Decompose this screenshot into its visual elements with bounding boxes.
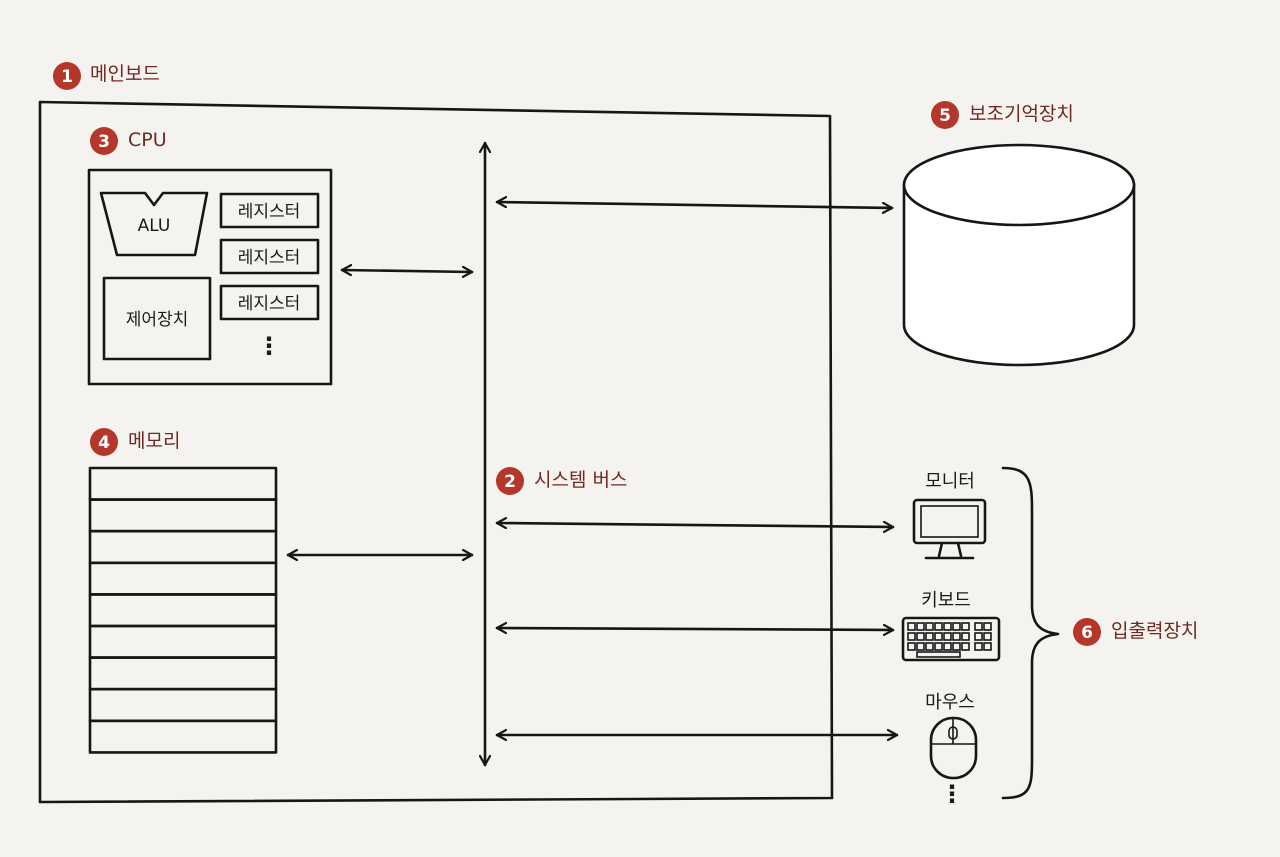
mainboard-frame bbox=[38, 100, 834, 804]
mainboard-text: 메인보드 bbox=[90, 63, 160, 85]
keyboard-key bbox=[974, 622, 983, 631]
keyboard-key bbox=[916, 632, 925, 641]
keyboard-icon bbox=[901, 616, 1001, 662]
alu-shape bbox=[99, 191, 209, 257]
io-brace bbox=[1001, 466, 1060, 800]
keyboard-key bbox=[907, 622, 916, 631]
register-box bbox=[219, 192, 320, 229]
memory-text: 메모리 bbox=[128, 430, 180, 452]
memory-cell bbox=[88, 624, 278, 659]
keyboard-key bbox=[983, 642, 992, 651]
keyboard-key bbox=[916, 622, 925, 631]
keyboard-key bbox=[961, 632, 970, 641]
memory-cell bbox=[88, 466, 278, 501]
memory-cell bbox=[88, 498, 278, 533]
keyboard-key bbox=[907, 642, 916, 651]
keyboard-key bbox=[974, 642, 983, 651]
storage-text: 보조기억장치 bbox=[969, 103, 1074, 125]
control-unit-box bbox=[102, 276, 212, 361]
keyboard-label: 키보드 bbox=[921, 590, 971, 611]
keyboard-key bbox=[943, 622, 952, 631]
keyboard-key bbox=[952, 632, 961, 641]
keyboard-key bbox=[943, 642, 952, 651]
cpu-label: 3 CPU bbox=[90, 127, 167, 155]
keyboard-key bbox=[934, 642, 943, 651]
mainboard-label: 1 메인보드 bbox=[53, 62, 160, 90]
keyboard-key bbox=[974, 632, 983, 641]
monitor-icon bbox=[912, 498, 987, 560]
system-bus-label: 2 시스템 버스 bbox=[496, 467, 627, 495]
keyboard-key bbox=[907, 632, 916, 641]
cpu-box bbox=[87, 168, 333, 386]
arrow-bus-monitor bbox=[495, 523, 895, 527]
keyboard-key bbox=[983, 622, 992, 631]
register-box bbox=[219, 238, 320, 275]
badge-6: 6 bbox=[1081, 623, 1093, 643]
keyboard-key bbox=[961, 622, 970, 631]
cpu-text: CPU bbox=[128, 129, 167, 151]
io-more-ellipsis: ⋮ bbox=[940, 780, 964, 808]
keyboard-key bbox=[934, 622, 943, 631]
io-label: 6 입출력장치 bbox=[1073, 618, 1198, 646]
memory-cell bbox=[88, 719, 278, 754]
storage-cylinder-icon bbox=[902, 143, 1136, 367]
register-label: 레지스터 bbox=[238, 202, 301, 222]
keyboard-key bbox=[925, 622, 934, 631]
memory-cell bbox=[88, 529, 278, 565]
memory-cell bbox=[88, 593, 278, 628]
mouse-label: 마우스 bbox=[925, 692, 975, 713]
mouse-icon bbox=[929, 716, 978, 780]
badge-5: 5 bbox=[939, 106, 951, 126]
keyboard-key bbox=[925, 642, 934, 651]
arrow-bus-keyboard bbox=[495, 628, 895, 630]
register-more-ellipsis: ⋮ bbox=[257, 332, 281, 360]
keyboard-key bbox=[925, 632, 934, 641]
register-label: 레지스터 bbox=[238, 294, 301, 314]
keyboard-key bbox=[961, 642, 970, 651]
memory-cell bbox=[88, 656, 278, 691]
memory-label: 4 메모리 bbox=[90, 428, 180, 456]
badge-2: 2 bbox=[504, 472, 516, 492]
badge-1: 1 bbox=[61, 67, 73, 87]
keyboard-key bbox=[952, 622, 961, 631]
keyboard-key bbox=[916, 642, 925, 651]
memory-stack bbox=[88, 466, 278, 754]
register-label: 레지스터 bbox=[238, 248, 301, 268]
io-text: 입출력장치 bbox=[1111, 620, 1198, 642]
system-bus-text: 시스템 버스 bbox=[534, 469, 627, 491]
badge-4: 4 bbox=[98, 433, 110, 453]
storage-label: 5 보조기억장치 bbox=[931, 101, 1074, 129]
register-box bbox=[219, 284, 320, 321]
keyboard-key bbox=[943, 632, 952, 641]
control-unit-label: 제어장치 bbox=[126, 310, 189, 330]
memory-cell bbox=[88, 561, 278, 596]
arrow-cpu-bus bbox=[340, 270, 474, 272]
keyboard-key bbox=[952, 642, 961, 651]
keyboard-spacebar bbox=[916, 651, 961, 658]
memory-cell bbox=[88, 687, 278, 723]
keyboard-key bbox=[983, 632, 992, 641]
badge-3: 3 bbox=[98, 132, 110, 152]
arrow-bus-storage bbox=[495, 202, 894, 208]
keyboard-key bbox=[934, 632, 943, 641]
monitor-label: 모니터 bbox=[925, 471, 975, 492]
alu-label: ALU bbox=[138, 216, 171, 236]
